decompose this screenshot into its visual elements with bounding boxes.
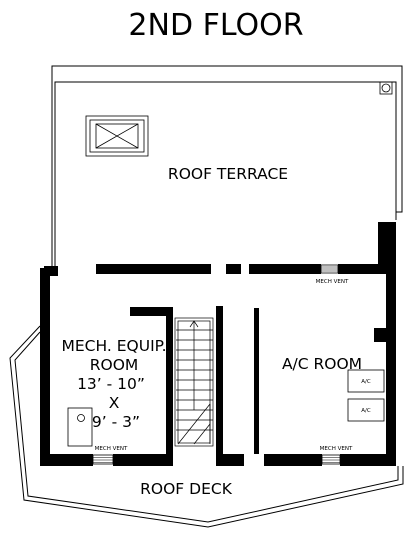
- mech-vent-top: MECH VENT: [316, 264, 349, 285]
- ac-unit-2-label: A/C: [361, 408, 371, 414]
- mech-vent-label-bottom-left: MECH VENT: [95, 446, 128, 452]
- vent-grille-icon: [93, 457, 113, 463]
- mech-room-label-1: MECH. EQUIP.: [62, 337, 167, 355]
- mech-room-dim-1: 13’ - 10”: [77, 375, 145, 393]
- mech-room-dim-2: 9’ - 3”: [92, 413, 140, 431]
- ac-unit-2: A/C: [347, 398, 385, 422]
- skylight-icon: [85, 115, 149, 157]
- drain-icon: [379, 81, 393, 95]
- roof-deck-label: ROOF DECK: [140, 480, 233, 498]
- floor-title: 2ND FLOOR: [128, 8, 303, 43]
- water-heater-icon: [67, 407, 93, 447]
- vent-grille-icon: [321, 266, 338, 272]
- ac-room-label: A/C ROOM: [282, 355, 362, 373]
- vent-grille-icon: [322, 457, 340, 463]
- ac-unit-1: A/C: [347, 369, 385, 393]
- mech-vent-bottom-right: MECH VENT: [320, 446, 353, 465]
- ac-unit-1-label: A/C: [361, 379, 371, 385]
- mech-vent-label-bottom-right: MECH VENT: [320, 446, 353, 452]
- roof-terrace-outline: [51, 65, 403, 268]
- mech-vent-bottom-left: MECH VENT: [92, 446, 128, 465]
- mech-vent-label-top: MECH VENT: [316, 279, 349, 285]
- walls: [40, 222, 396, 466]
- mech-room-label-2: ROOM: [90, 356, 139, 374]
- mech-room-dim-x: X: [109, 394, 120, 412]
- roof-terrace-label: ROOF TERRACE: [168, 165, 288, 183]
- roof-deck-outline: [9, 325, 404, 528]
- stair-icon: [174, 317, 214, 447]
